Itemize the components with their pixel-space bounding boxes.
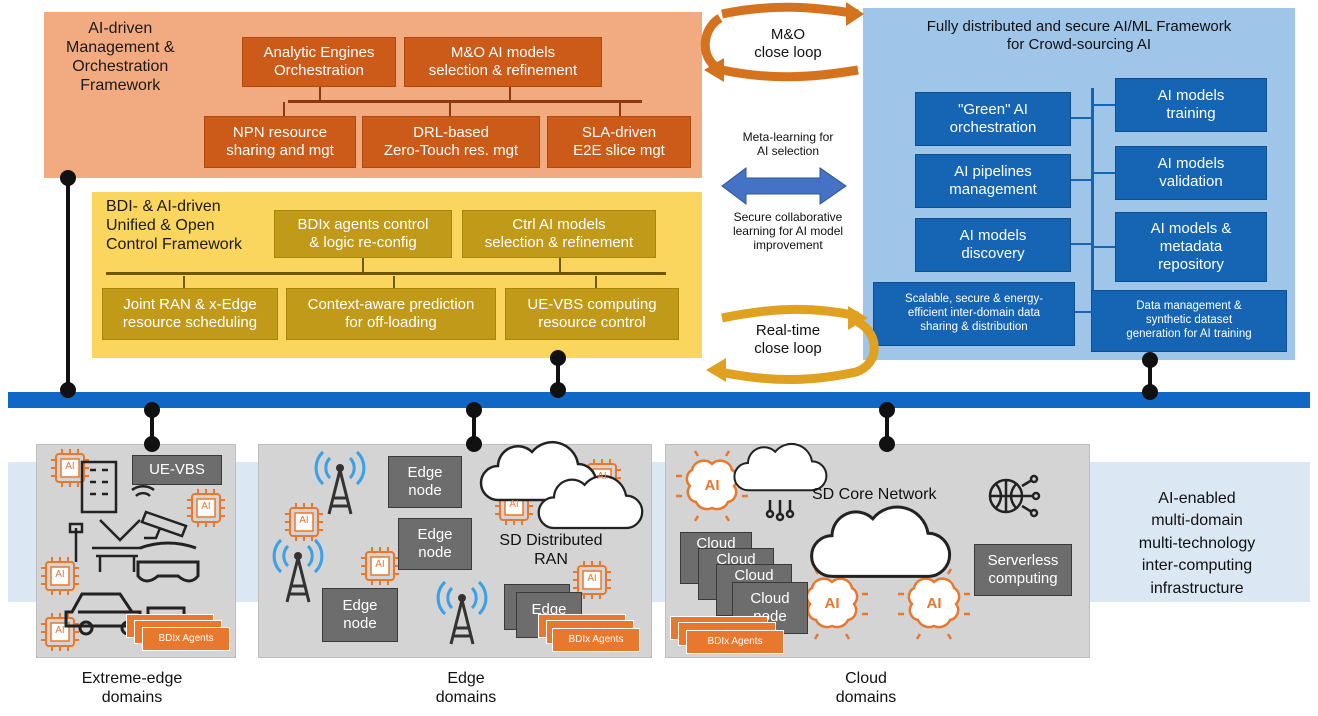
edge-node-box: Edge node bbox=[388, 456, 462, 508]
data-sharing-box: Scalable, secure & energy- efficient int… bbox=[873, 282, 1075, 346]
bdix-agents-box: BDIx Agents bbox=[552, 628, 640, 652]
secure-learning-label: Secure collaborative learning for AI mod… bbox=[732, 210, 844, 253]
mo-close-loop-label: M&O close loop bbox=[754, 26, 822, 61]
bdix-agents-box: BDIx Agents bbox=[142, 627, 230, 651]
mo-loop-bottom-arrow bbox=[700, 14, 859, 82]
mo-loop-top-arrow bbox=[721, 2, 859, 19]
bdix-agents-box: BDIx Agents bbox=[686, 630, 784, 654]
building-icon bbox=[80, 460, 118, 514]
ai-pipelines-box: AI pipelines management bbox=[915, 154, 1071, 208]
bench-icon bbox=[92, 519, 142, 572]
extreme-edge-caption: Extreme-edge domains bbox=[81, 670, 183, 706]
edge-caption: Edge domains bbox=[435, 670, 497, 706]
management-orchestration-panel: AI-driven Management & Orchestration Fra… bbox=[44, 12, 702, 178]
cell-tower-icon bbox=[272, 538, 324, 604]
sd-distributed-ran-label: SD Distributed RAN bbox=[499, 532, 603, 568]
collaborative-double-arrow bbox=[721, 167, 847, 205]
ai-brain-label: AI bbox=[824, 595, 840, 612]
ai-chip-label: AI bbox=[55, 569, 65, 580]
mo-ai-models-box: M&O AI models selection & refinement bbox=[404, 37, 602, 87]
analytic-engines-box: Analytic Engines Orchestration bbox=[242, 37, 396, 87]
cell-tower-icon bbox=[314, 450, 366, 516]
management-orchestration-title: AI-driven Management & Orchestration Fra… bbox=[66, 20, 175, 94]
realtime-loop-top-arrow bbox=[721, 304, 859, 323]
ai-validation-box: AI models validation bbox=[1115, 146, 1267, 200]
bdix-agents-control-box: BDIx agents control & logic re-config bbox=[274, 210, 452, 258]
ai-chip-label: AI bbox=[299, 515, 309, 526]
ai-chip-label: AI bbox=[65, 461, 75, 472]
globe-network-icon bbox=[988, 474, 1041, 518]
blue-connector-bar bbox=[1091, 88, 1094, 320]
ai-chip-label: AI bbox=[55, 625, 65, 636]
edge-node-box: Edge node bbox=[398, 518, 472, 570]
infrastructure-label: AI-enabled multi-domain multi-technology… bbox=[1138, 490, 1256, 597]
ctrl-ai-models-box: Ctrl AI models selection & refinement bbox=[462, 210, 656, 258]
context-aware-box: Context-aware prediction for off-loading bbox=[286, 288, 496, 340]
realtime-close-loop-label: Real-time close loop bbox=[754, 322, 822, 357]
drl-zero-touch-box: DRL-based Zero-Touch res. mgt bbox=[362, 116, 540, 168]
control-framework-panel: BDI- & AI-driven Unified & Open Control … bbox=[92, 192, 702, 358]
npn-resource-box: NPN resource sharing and mgt bbox=[204, 116, 356, 168]
ai-brain-label: AI bbox=[926, 595, 942, 612]
cloud-icon bbox=[733, 442, 828, 492]
cloud-icon bbox=[765, 500, 795, 522]
ai-chip-label: AI bbox=[587, 573, 597, 584]
cctv-camera-icon bbox=[140, 510, 188, 540]
ue-vbs-box: UE-VBS bbox=[132, 455, 222, 485]
serverless-computing-box: Serverless computing bbox=[974, 544, 1072, 596]
ai-chip-label: AI bbox=[375, 559, 385, 570]
ai-repository-box: AI models & metadata repository bbox=[1115, 212, 1267, 282]
infrastructure-bus bbox=[8, 392, 1310, 408]
green-ai-box: "Green" AI orchestration bbox=[915, 92, 1071, 146]
ai-chip-label: AI bbox=[597, 471, 607, 482]
vr-glasses-icon bbox=[136, 541, 200, 583]
realtime-loop-bottom-arrow bbox=[719, 318, 879, 384]
street-lamp-icon bbox=[68, 522, 84, 562]
ai-ml-framework-panel: Fully distributed and secure AI/ML Frame… bbox=[863, 8, 1295, 360]
ai-brain-label: AI bbox=[704, 477, 720, 494]
control-framework-title: BDI- & AI-driven Unified & Open Control … bbox=[106, 198, 243, 253]
cell-tower-icon bbox=[436, 580, 488, 646]
ai-chip-label: AI bbox=[201, 501, 211, 512]
ai-discovery-box: AI models discovery bbox=[915, 218, 1071, 272]
edge-node-box: Edge node bbox=[322, 588, 398, 642]
cloud-icon bbox=[810, 505, 952, 578]
orange-connector-bar bbox=[288, 100, 642, 103]
data-management-box: Data management & synthetic dataset gene… bbox=[1091, 290, 1287, 352]
ai-chip-label: AI bbox=[509, 499, 519, 510]
wifi-icon bbox=[131, 485, 155, 497]
yellow-connector-bar bbox=[106, 272, 666, 275]
sla-slice-box: SLA-driven E2E slice mgt bbox=[547, 116, 691, 168]
ue-vbs-control-box: UE-VBS computing resource control bbox=[505, 288, 679, 340]
meta-learning-label: Meta-learning for AI selection bbox=[742, 130, 834, 159]
ai-training-box: AI models training bbox=[1115, 78, 1267, 132]
cloud-caption: Cloud domains bbox=[835, 670, 897, 706]
ai-ml-framework-title: Fully distributed and secure AI/ML Frame… bbox=[926, 18, 1232, 53]
sd-core-network-label: SD Core Network bbox=[812, 486, 937, 503]
joint-ran-box: Joint RAN & x-Edge resource scheduling bbox=[102, 288, 278, 340]
